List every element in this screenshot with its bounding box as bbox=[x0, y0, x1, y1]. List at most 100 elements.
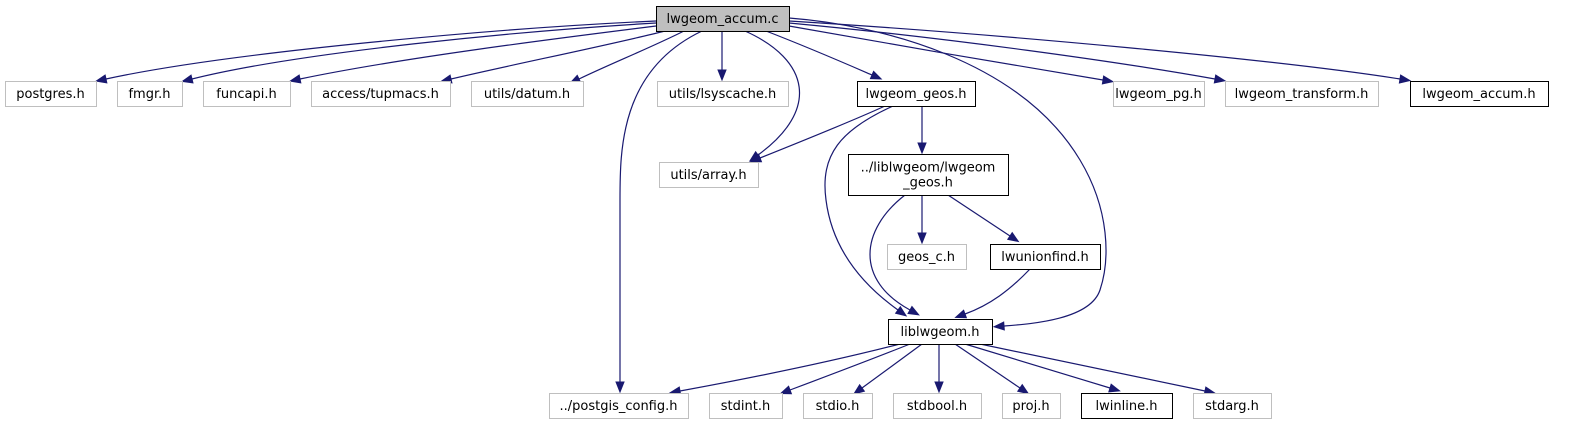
edge-line bbox=[964, 268, 1031, 315]
edge-line bbox=[861, 343, 923, 389]
arrowhead-icon bbox=[180, 74, 194, 84]
node-label: stdio.h bbox=[816, 399, 860, 414]
node-label: geos_c.h bbox=[898, 250, 955, 265]
node-liblwgeom[interactable]: liblwgeom.h bbox=[888, 319, 993, 345]
edge-root-to-lsyscache bbox=[717, 31, 727, 82]
edge-root-to-lwgeom_transform bbox=[788, 22, 1227, 84]
node-stdarg: stdarg.h bbox=[1193, 393, 1272, 419]
node-lwgeom-accum-h[interactable]: lwgeom_accum.h bbox=[1410, 81, 1549, 107]
node-box bbox=[709, 393, 783, 419]
node-liblwgeom-geos[interactable]: ../liblwgeom/lwgeom_geos.h bbox=[848, 154, 1009, 196]
node-box bbox=[848, 154, 1009, 196]
arrowhead-icon bbox=[288, 74, 302, 84]
node-box bbox=[1081, 393, 1173, 419]
node-stdio: stdio.h bbox=[803, 393, 873, 419]
node-lwinline[interactable]: lwinline.h bbox=[1081, 393, 1173, 419]
edge-root-to-lwgeom_geos bbox=[765, 30, 883, 80]
edge-liblwgeom_geos-to-lwunionfind bbox=[947, 194, 1020, 243]
nodes-layer: lwgeom_accum.c postgres.h fmgr.h funcapi.h a… bbox=[5, 6, 1549, 419]
node-label: lwgeom_accum.c bbox=[666, 12, 778, 27]
node-box bbox=[893, 393, 982, 419]
arrowhead-icon bbox=[917, 142, 927, 155]
edge-root-to-postgis_config bbox=[615, 30, 703, 394]
edge-liblwgeom-to-stdarg bbox=[979, 343, 1217, 396]
node-label: lwunionfind.h bbox=[1001, 250, 1089, 265]
node-box bbox=[311, 81, 451, 107]
arrowhead-icon bbox=[1398, 74, 1412, 84]
node-box bbox=[659, 162, 759, 188]
node-label: stdbool.h bbox=[907, 399, 967, 414]
edge-line bbox=[954, 343, 1021, 389]
edge-line bbox=[824, 105, 899, 311]
arrowhead-icon bbox=[954, 309, 968, 319]
node-label: stdint.h bbox=[721, 399, 770, 414]
edge-line bbox=[759, 105, 886, 159]
node-label: ../postgis_config.h bbox=[559, 399, 677, 414]
node-box bbox=[203, 81, 291, 107]
arrowhead-icon bbox=[749, 153, 763, 163]
arrowhead-icon bbox=[717, 69, 727, 82]
node-box bbox=[990, 244, 1101, 270]
edge-line bbox=[788, 25, 1104, 81]
edge-liblwgeom-to-stdbool bbox=[934, 344, 944, 394]
arrowhead-icon bbox=[934, 381, 944, 394]
node-lwgeom-pg: lwgeom_pg.h bbox=[1113, 81, 1205, 107]
node-box bbox=[888, 319, 993, 345]
edge-root-to-liblwgeom bbox=[788, 17, 1107, 331]
arrowhead-icon bbox=[992, 321, 1005, 331]
edge-root-to-lwgeom_pg bbox=[788, 25, 1115, 85]
edge-liblwgeom-to-lwinline bbox=[964, 343, 1121, 393]
edge-root-to-tupmacs bbox=[439, 30, 666, 84]
edge-lwgeom_geos-to-liblwgeom_geos bbox=[917, 106, 927, 155]
node-label: proj.h bbox=[1012, 399, 1049, 414]
node-label: lwgeom_pg.h bbox=[1115, 87, 1202, 102]
edge-liblwgeom-to-postgis_config bbox=[668, 343, 901, 396]
node-label: liblwgeom.h bbox=[901, 325, 980, 340]
node-lwunionfind[interactable]: lwunionfind.h bbox=[990, 244, 1101, 270]
edge-line bbox=[964, 343, 1111, 389]
arrowhead-icon bbox=[894, 305, 908, 317]
edge-line bbox=[789, 343, 911, 391]
arrowhead-icon bbox=[615, 381, 625, 394]
node-lwgeom-transform: lwgeom_transform.h bbox=[1225, 81, 1379, 107]
node-funcapi: funcapi.h bbox=[203, 81, 291, 107]
node-fmgr: fmgr.h bbox=[117, 81, 183, 107]
arrowhead-icon bbox=[1006, 231, 1020, 243]
edge-line bbox=[578, 30, 685, 80]
edge-root-to-lwgeom_accum_h bbox=[788, 20, 1412, 84]
edge-line bbox=[788, 20, 1401, 80]
node-lsyscache: utils/lsyscache.h bbox=[657, 81, 789, 107]
edge-liblwgeom_geos-to-geos_c bbox=[917, 195, 927, 245]
node-box bbox=[887, 244, 967, 270]
node-label: utils/lsyscache.h bbox=[669, 87, 776, 102]
edge-liblwgeom-to-stdio bbox=[852, 343, 923, 395]
edge-liblwgeom-to-stdint bbox=[779, 343, 911, 395]
arrowhead-icon bbox=[1213, 74, 1227, 84]
node-label: postgres.h bbox=[16, 87, 85, 102]
edge-liblwgeom-to-proj bbox=[954, 343, 1030, 395]
node-stdbool: stdbool.h bbox=[893, 393, 982, 419]
node-box bbox=[857, 81, 976, 107]
node-label: stdarg.h bbox=[1205, 399, 1259, 414]
edge-lwunionfind-to-liblwgeom bbox=[954, 268, 1031, 319]
arrowhead-icon bbox=[94, 74, 108, 84]
node-box bbox=[117, 81, 183, 107]
node-lwgeom-geos[interactable]: lwgeom_geos.h bbox=[857, 81, 976, 107]
edge-root-to-postgres bbox=[94, 20, 657, 84]
edge-line bbox=[744, 30, 801, 156]
node-box bbox=[657, 81, 789, 107]
edge-line bbox=[191, 22, 657, 80]
edge-root-to-funcapi bbox=[288, 25, 657, 84]
edge-line bbox=[450, 30, 666, 80]
arrowhead-icon bbox=[779, 385, 793, 395]
node-label: utils/datum.h bbox=[484, 87, 570, 102]
node-label: funcapi.h bbox=[216, 87, 276, 102]
node-box bbox=[656, 6, 790, 32]
node-label: access/tupmacs.h bbox=[322, 87, 439, 102]
node-box bbox=[1113, 81, 1205, 107]
edge-line bbox=[788, 17, 1107, 327]
arrowhead-icon bbox=[1108, 383, 1121, 393]
edges-layer bbox=[94, 17, 1412, 396]
node-label: ../liblwgeom/lwgeom bbox=[861, 161, 996, 176]
